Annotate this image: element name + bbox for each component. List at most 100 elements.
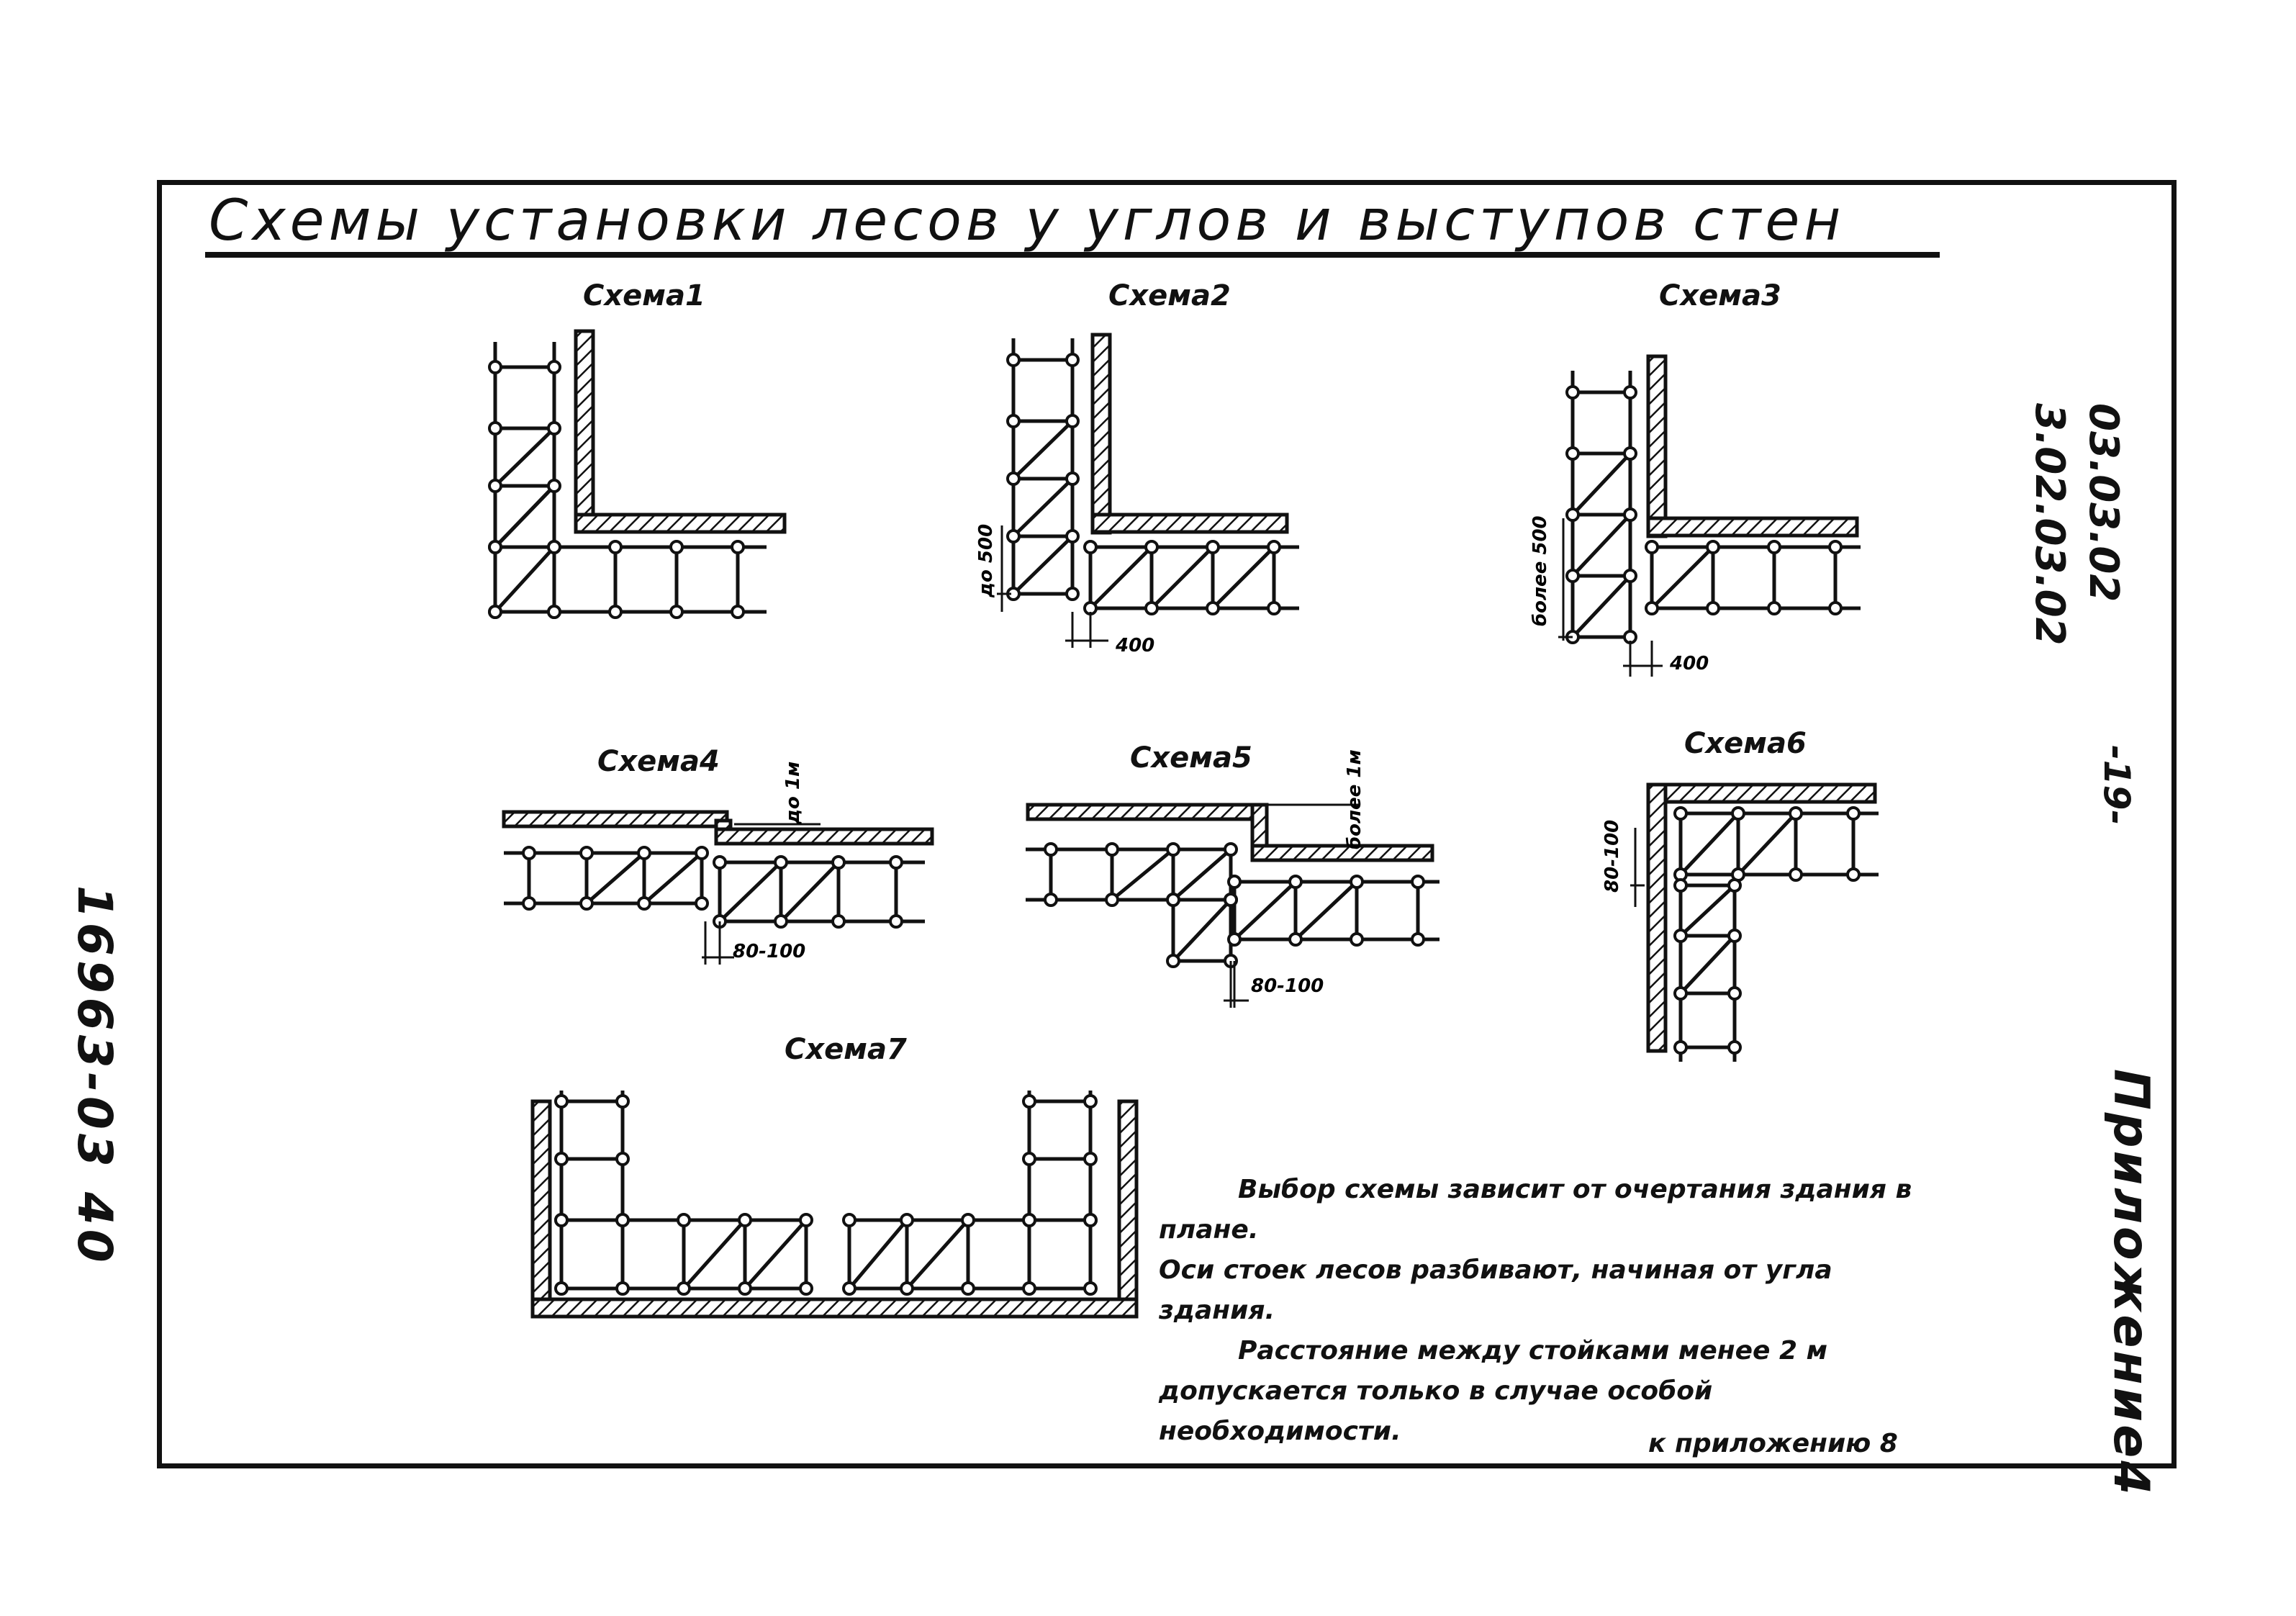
scaffold-node <box>1673 986 1688 1001</box>
scheme-1-wall-vertical <box>574 329 595 520</box>
scheme-7-wall-bottom <box>530 1297 1139 1319</box>
scaffold-node <box>1006 529 1021 543</box>
scaffold-node <box>774 855 788 870</box>
scaffold-node <box>1083 1213 1098 1227</box>
scaffold-node <box>1224 842 1238 857</box>
scaffold-node <box>608 540 623 554</box>
scheme-5-dim-b: 80-100 <box>1251 975 1324 997</box>
scaffold-node <box>554 1152 569 1166</box>
scaffold-node <box>1846 867 1861 882</box>
scaffold-node <box>1022 1281 1036 1296</box>
scaffold-node <box>522 846 536 860</box>
dimension-lines-layer <box>702 518 1663 1008</box>
scaffold-node <box>1828 540 1843 554</box>
scaffold-node <box>488 605 502 619</box>
scaffold-node <box>1411 932 1425 947</box>
scaffolding-layer <box>493 338 1879 1291</box>
scaffold-node <box>488 540 502 554</box>
scaffold-node <box>1083 1281 1098 1296</box>
walls-layer <box>502 329 1877 1319</box>
scaffold-node <box>1044 893 1058 907</box>
scaffold-node <box>1673 929 1688 943</box>
scaffold-node <box>1706 601 1720 615</box>
scaffold-node <box>669 540 684 554</box>
scheme-7-wall-left <box>530 1099 552 1316</box>
scheme-6-label: Схема6 <box>1684 727 1807 760</box>
scaffold-node <box>1727 878 1742 893</box>
scheme-2-wall-horizontal <box>1090 513 1289 534</box>
scaffold-node <box>554 1281 569 1296</box>
scheme-4-dim-a: до 1м <box>782 762 804 825</box>
scaffold-brace <box>1650 546 1714 610</box>
notes-block: Выбор схемы зависит от очертания здания … <box>1159 1170 1922 1452</box>
scaffold-brace <box>1294 880 1358 941</box>
scaffold-node <box>961 1213 975 1227</box>
scaffold-brace <box>643 852 703 905</box>
scaffold-node <box>842 1281 857 1296</box>
scaffold-node <box>831 855 846 870</box>
scaffold-node <box>900 1281 914 1296</box>
scaffold-node <box>1288 875 1303 889</box>
note-1: Выбор схемы зависит от очертания здания … <box>1159 1175 1912 1245</box>
scheme-6-wall-top <box>1646 782 1877 804</box>
scaffold-node <box>731 540 745 554</box>
scaffold-node <box>1267 601 1281 615</box>
scaffold-node <box>1411 875 1425 889</box>
scaffold-node <box>554 1213 569 1227</box>
scaffold-node <box>1006 414 1021 428</box>
scheme-3-wall-vertical <box>1646 354 1668 538</box>
scheme-2-dim-a: до 500 <box>975 524 997 598</box>
scaffold-brace <box>1012 477 1074 538</box>
scaffold-node <box>900 1213 914 1227</box>
scaffold-brace <box>1089 546 1153 610</box>
scaffold-node <box>677 1281 691 1296</box>
scaffold-brace <box>585 852 646 905</box>
scaffold-node <box>488 421 502 435</box>
scaffold-brace <box>1150 546 1214 610</box>
note-2: Оси стоек лесов разбивают, начиная от уг… <box>1159 1255 1832 1325</box>
scaffold-node <box>1789 867 1803 882</box>
scaffold-node <box>1767 540 1781 554</box>
scaffold-node <box>1166 893 1180 907</box>
scaffold-brace <box>494 427 556 487</box>
scaffold-node <box>1350 932 1364 947</box>
scaffold-node <box>1727 929 1742 943</box>
scaffold-node <box>1227 932 1242 947</box>
scaffold-node <box>1065 529 1080 543</box>
scaffold-brace <box>1012 535 1074 595</box>
scaffold-node <box>1565 446 1580 461</box>
scaffold-brace <box>1737 812 1797 876</box>
scaffold-brace <box>1571 574 1632 638</box>
scaffold-node <box>1350 875 1364 889</box>
scaffold-node <box>1065 587 1080 601</box>
scaffold-brace <box>1172 848 1232 901</box>
scheme-5-wall-upper <box>1026 803 1260 821</box>
scaffold-node <box>615 1094 630 1109</box>
scaffold-node <box>1206 601 1220 615</box>
scaffold-brace <box>1571 452 1632 516</box>
scaffold-node <box>1623 446 1637 461</box>
scaffold-brace <box>1233 880 1297 941</box>
scaffold-nodes-layer <box>488 353 1861 1296</box>
scaffold-node <box>1267 540 1281 554</box>
scaffold-node <box>677 1213 691 1227</box>
scheme-1-label: Схема1 <box>583 279 705 312</box>
scaffold-node <box>1083 540 1098 554</box>
scaffold-node <box>547 421 561 435</box>
scaffold-node <box>799 1213 813 1227</box>
scaffold-node <box>889 914 903 929</box>
scaffold-node <box>731 605 745 619</box>
scaffold-node <box>1144 540 1159 554</box>
scaffold-brace <box>1679 812 1740 876</box>
scaffold-brace <box>494 484 556 549</box>
scheme-2-label: Схема2 <box>1108 279 1231 312</box>
scaffold-node <box>1623 569 1637 583</box>
scaffold-node <box>637 896 651 911</box>
scaffold-node <box>1673 1040 1688 1055</box>
scaffold-brace <box>905 1219 970 1290</box>
scaffold-node <box>774 914 788 929</box>
scaffold-node <box>1083 1152 1098 1166</box>
scaffold-node <box>842 1213 857 1227</box>
scheme-5-label: Схема5 <box>1130 741 1252 775</box>
